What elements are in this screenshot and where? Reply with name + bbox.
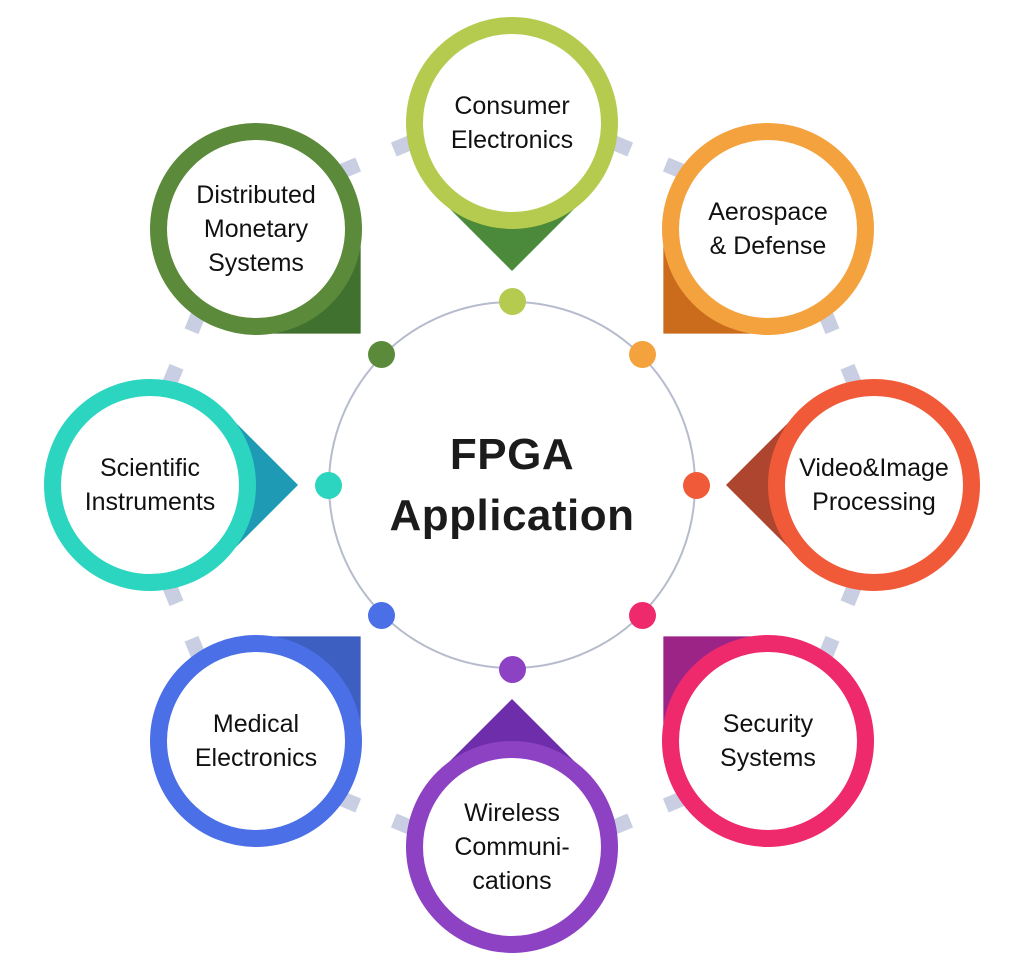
- label-line: & Defense: [709, 232, 827, 261]
- label-line: Wireless: [464, 799, 560, 827]
- dot-scientific-instruments: [314, 471, 342, 499]
- label-line: cations: [472, 867, 552, 895]
- dot-distributed-monetary-systems: [368, 341, 396, 369]
- dot-consumer-electronics: [498, 287, 526, 315]
- label-line: Scientific: [99, 454, 201, 482]
- label-line: Security: [722, 709, 814, 738]
- circle-aerospace-defense: Aerospace & Defense: [661, 123, 874, 336]
- dot-wireless-communications: [498, 655, 526, 683]
- label-line: Medical: [212, 709, 300, 738]
- circle-label-aerospace-defense: Aerospace & Defense: [708, 195, 828, 263]
- label-line: Systems: [208, 249, 304, 278]
- label-line: Processing: [812, 488, 936, 516]
- label-line: Monetary: [203, 215, 309, 244]
- label-line: Electronics: [450, 126, 574, 154]
- label-line: Communi-: [454, 833, 570, 861]
- center-title-line2: Application: [389, 491, 635, 540]
- label-line: Consumer: [454, 92, 570, 120]
- label-line: Distributed: [196, 181, 316, 210]
- dot-security-systems: [628, 601, 656, 629]
- label-line: Systems: [720, 743, 816, 772]
- label-line: Aerospace: [708, 198, 828, 227]
- dot-video-image-processing: [682, 471, 710, 499]
- label-line: Electronics: [194, 743, 318, 772]
- dot-medical-electronics: [368, 601, 396, 629]
- center-title-line1: FPGA: [449, 430, 575, 479]
- label-line: Instruments: [84, 488, 216, 516]
- label-line: Video&Image: [799, 454, 949, 482]
- dot-aerospace-defense: [628, 341, 656, 369]
- center-title: FPGA Application: [389, 424, 634, 546]
